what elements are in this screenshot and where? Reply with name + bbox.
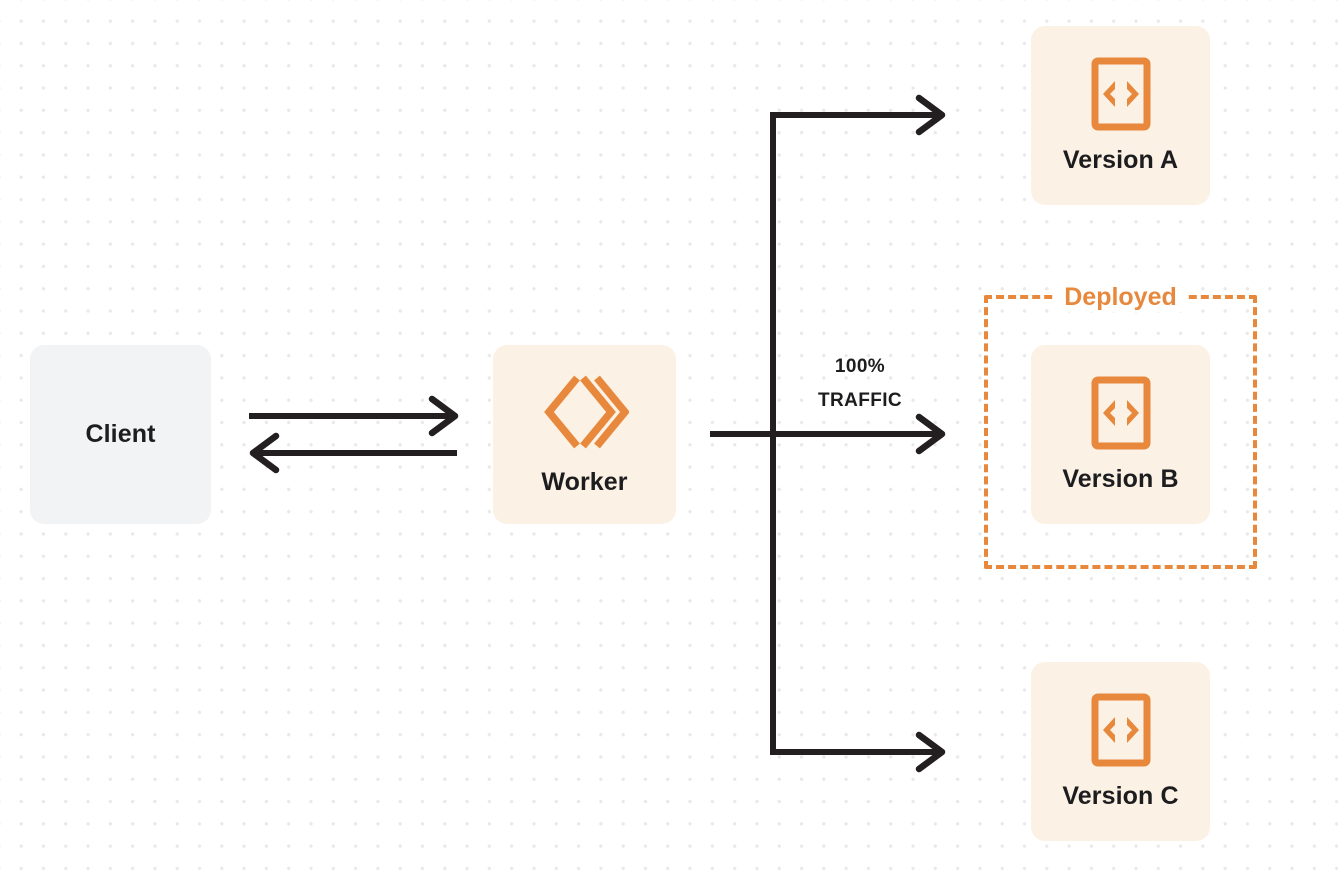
version-c-node[interactable]: Version C [1031,662,1210,841]
code-file-icon [1090,56,1152,132]
worker-node[interactable]: Worker [493,345,676,524]
cloudflare-workers-logo-icon [541,372,629,452]
arrow-worker-to-client [249,432,457,474]
code-file-icon [1090,375,1152,451]
traffic-percent: 100% [834,356,886,377]
deployed-group-boundary: Deployed [984,282,1257,569]
version-b-label: Version B [1062,465,1179,493]
worker-label: Worker [541,468,628,496]
arrow-worker-to-version-a [770,94,946,136]
arrow-worker-to-version-c [770,731,946,773]
arrow-client-to-worker [249,395,459,437]
version-a-label: Version A [1062,146,1179,174]
client-label: Client [85,420,156,448]
version-c-label: Version C [1062,782,1179,810]
client-node[interactable]: Client [30,345,211,524]
traffic-caption: TRAFFIC [817,390,903,411]
version-b-node[interactable]: Version B [1031,345,1210,524]
arrow-worker-to-version-b [710,413,946,455]
deployed-group-label: Deployed [1053,282,1188,312]
code-file-icon [1090,692,1152,768]
version-a-node[interactable]: Version A [1031,26,1210,205]
traffic-label: 100% TRAFFIC [789,350,931,418]
